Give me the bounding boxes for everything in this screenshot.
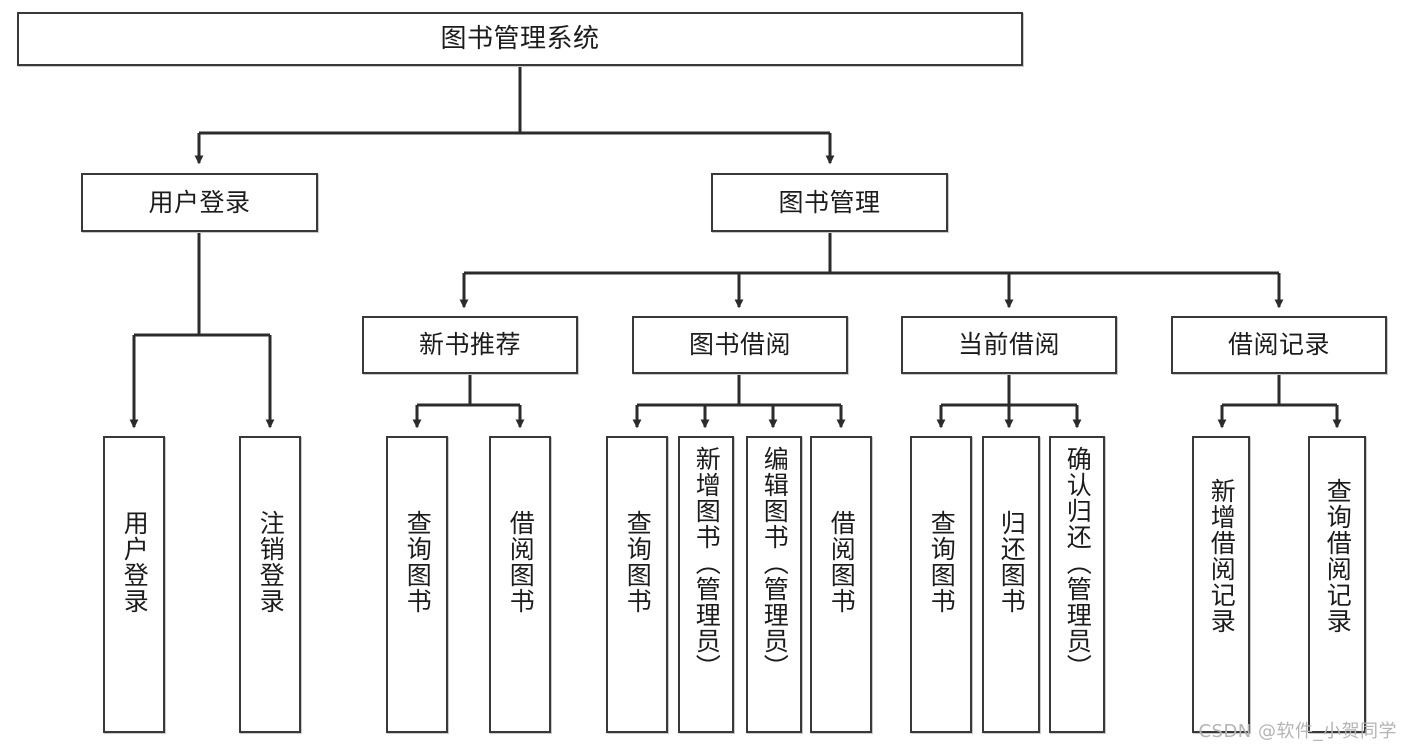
node-label: 用户登录 xyxy=(148,187,251,217)
node-new-book-recommendation[interactable]: 新书推荐 xyxy=(362,316,578,374)
leaf-book-borrow-add-book-admin[interactable]: 新增图书（管理员） xyxy=(678,436,734,733)
leaf-new-book-query-book[interactable]: 查询图书 xyxy=(386,436,448,733)
node-label: 注销登录 xyxy=(256,510,286,614)
node-book-management[interactable]: 图书管理 xyxy=(711,173,948,232)
node-label: 借阅图书 xyxy=(506,510,536,614)
node-label: 借阅记录 xyxy=(1227,330,1330,360)
node-root-library-management-system[interactable]: 图书管理系统 xyxy=(17,12,1023,66)
node-label: 新增借阅记录 xyxy=(1207,478,1237,634)
node-label: 图书借阅 xyxy=(688,330,791,360)
leaf-new-book-borrow-book[interactable]: 借阅图书 xyxy=(489,436,551,733)
leaf-borrow-record-add-record[interactable]: 新增借阅记录 xyxy=(1192,436,1250,733)
node-label: 查询图书 xyxy=(623,510,653,614)
node-current-borrowing[interactable]: 当前借阅 xyxy=(901,316,1117,374)
leaf-user-login-login[interactable]: 用户登录 xyxy=(103,436,165,733)
node-book-borrowing[interactable]: 图书借阅 xyxy=(632,316,848,374)
leaf-book-borrow-borrow-book[interactable]: 借阅图书 xyxy=(810,436,872,733)
leaf-current-borrow-return-book[interactable]: 归还图书 xyxy=(982,436,1040,733)
leaf-borrow-record-query-record[interactable]: 查询借阅记录 xyxy=(1308,436,1366,733)
node-label: 新增图书（管理员） xyxy=(692,446,722,680)
node-label: 当前借阅 xyxy=(957,330,1060,360)
leaf-current-borrow-confirm-return-admin[interactable]: 确认归还（管理员） xyxy=(1049,436,1105,733)
node-label: 图书管理系统 xyxy=(440,23,600,54)
node-label: 图书管理 xyxy=(778,187,881,217)
node-label: 借阅图书 xyxy=(827,510,857,614)
node-label: 查询图书 xyxy=(403,510,433,614)
node-label: 归还图书 xyxy=(997,510,1027,614)
leaf-book-borrow-edit-book-admin[interactable]: 编辑图书（管理员） xyxy=(746,436,802,733)
node-label: 查询图书 xyxy=(927,510,957,614)
node-label: 用户登录 xyxy=(120,510,150,614)
node-borrowing-record[interactable]: 借阅记录 xyxy=(1171,316,1387,374)
leaf-current-borrow-query-book[interactable]: 查询图书 xyxy=(910,436,972,733)
leaf-book-borrow-query-book[interactable]: 查询图书 xyxy=(606,436,668,733)
node-label: 查询借阅记录 xyxy=(1323,478,1353,634)
leaf-user-login-logout[interactable]: 注销登录 xyxy=(239,436,301,733)
node-label: 新书推荐 xyxy=(418,330,521,360)
node-label: 确认归还（管理员） xyxy=(1063,446,1093,680)
node-user-login[interactable]: 用户登录 xyxy=(81,173,318,232)
node-label: 编辑图书（管理员） xyxy=(760,446,790,680)
csdn-watermark: CSDN @软件_小贺同学 xyxy=(1198,721,1397,742)
